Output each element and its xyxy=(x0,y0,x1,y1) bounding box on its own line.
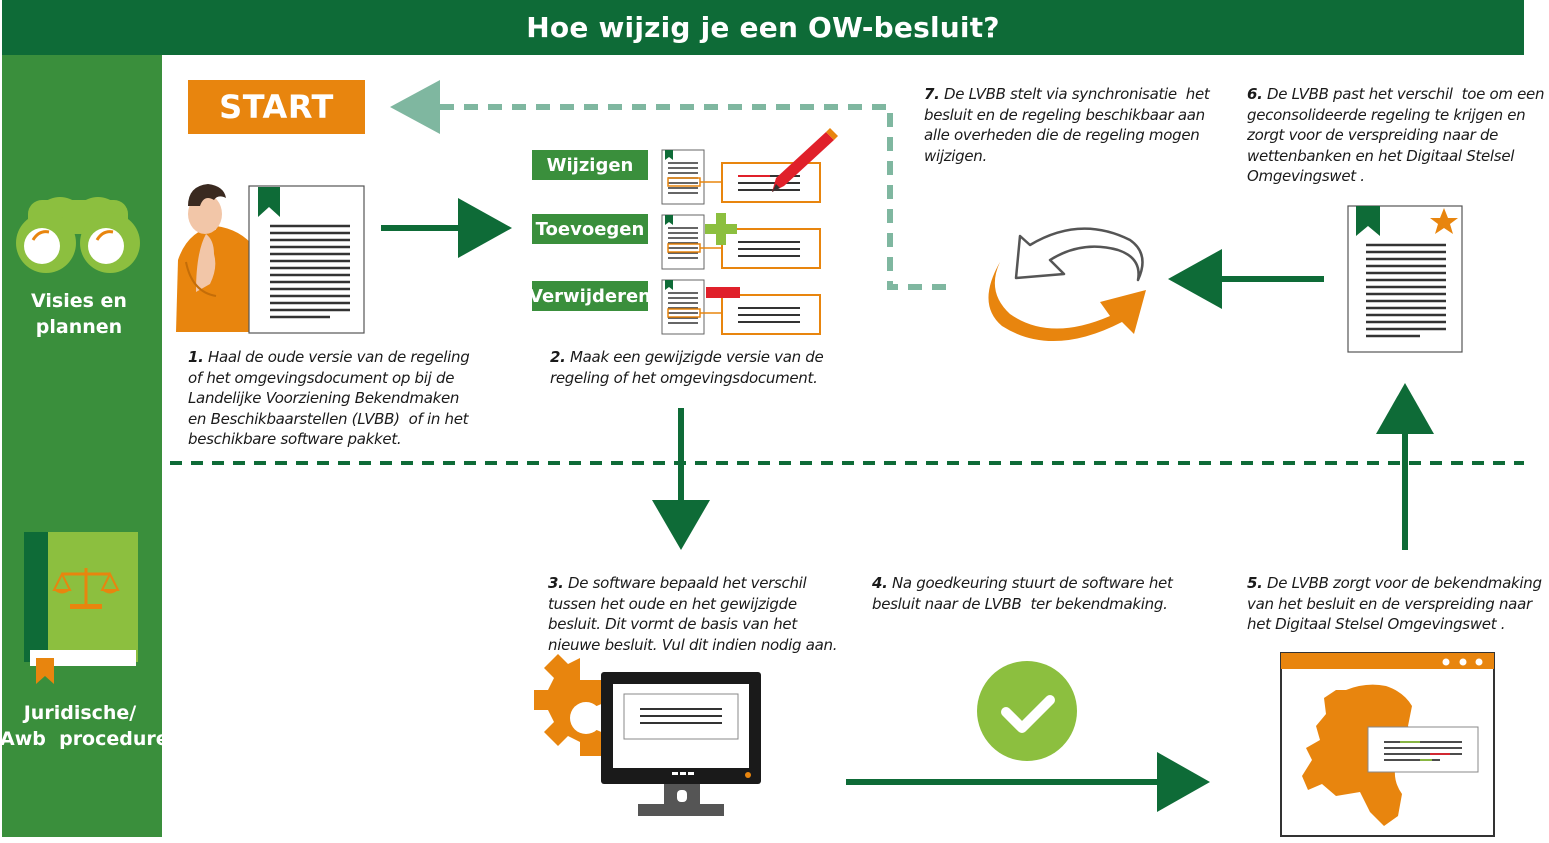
document-icon xyxy=(248,185,365,334)
return-to-start-arrow xyxy=(390,80,950,290)
plus-icon xyxy=(705,213,737,245)
edit-row-graphic xyxy=(661,149,821,205)
start-box: START xyxy=(188,80,365,134)
page-title: Hoe wijzig je een OW-besluit? xyxy=(2,0,1524,55)
step-7-text: 7. De LVBB stelt via synchronisatie het … xyxy=(924,85,1210,165)
netherlands-map-browser-icon xyxy=(1280,652,1495,837)
arrow-step6-to-step7 xyxy=(1168,249,1324,309)
person-thinking-icon xyxy=(176,184,264,332)
arrow-step1-to-step2 xyxy=(381,198,512,258)
binoculars-icon xyxy=(16,197,140,273)
computer-gear-icon xyxy=(534,654,761,816)
pencil-icon xyxy=(772,128,838,192)
lane-label-juridisch: Juridische/ Awb procedure xyxy=(0,702,169,750)
minus-icon xyxy=(706,287,740,298)
step-2-text: 2. Maak een gewijzigde versie van de reg… xyxy=(550,348,824,387)
sync-icon xyxy=(988,227,1146,342)
law-book-icon xyxy=(24,532,138,684)
consolidated-document-icon xyxy=(1347,205,1463,353)
action-remove-label: Verwijderen xyxy=(529,281,651,311)
sidebar xyxy=(2,55,162,837)
step-4-text: 4. Na goedkeuring stuurt de software het… xyxy=(872,574,1173,613)
action-edit-label: Wijzigen xyxy=(532,150,648,180)
arrow-step2-to-step3 xyxy=(652,408,710,550)
lane-label-visies: Visies en plannen xyxy=(31,290,127,338)
action-add-label: Toevoegen xyxy=(532,214,648,244)
remove-row-graphic xyxy=(661,279,821,335)
step-6-text: 6. De LVBB past het verschil toe om een … xyxy=(1247,85,1545,186)
arrow-step5-to-step6 xyxy=(1376,383,1434,550)
step-5-text: 5. De LVBB zorgt voor de bekendmaking va… xyxy=(1247,574,1542,634)
add-row-graphic xyxy=(661,214,821,270)
step-3-text: 3. De software bepaald het verschil tuss… xyxy=(548,574,838,654)
step-1-text: 1. Haal de oude versie van de regeling o… xyxy=(188,348,470,449)
checkmark-icon xyxy=(977,661,1077,761)
arrow-step4-to-step5 xyxy=(846,752,1210,812)
